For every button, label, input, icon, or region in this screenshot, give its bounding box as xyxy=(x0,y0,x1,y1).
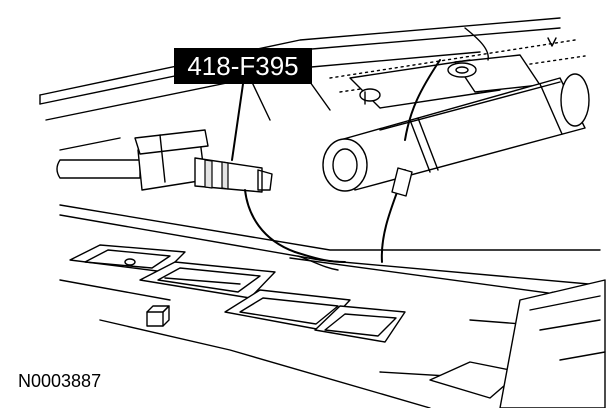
actuator-cylinder xyxy=(322,73,590,192)
figure-number: N0003887 xyxy=(18,371,102,391)
special-tool-418-f395 xyxy=(56,129,346,271)
floor-recesses xyxy=(69,244,521,399)
release-cable xyxy=(380,27,489,263)
trim-panel-corner xyxy=(499,279,606,408)
tool-callout-label: 418-F395 xyxy=(174,48,312,84)
perforation-strip xyxy=(329,39,586,93)
floor-panel xyxy=(59,204,601,408)
callout-leader xyxy=(231,83,244,161)
